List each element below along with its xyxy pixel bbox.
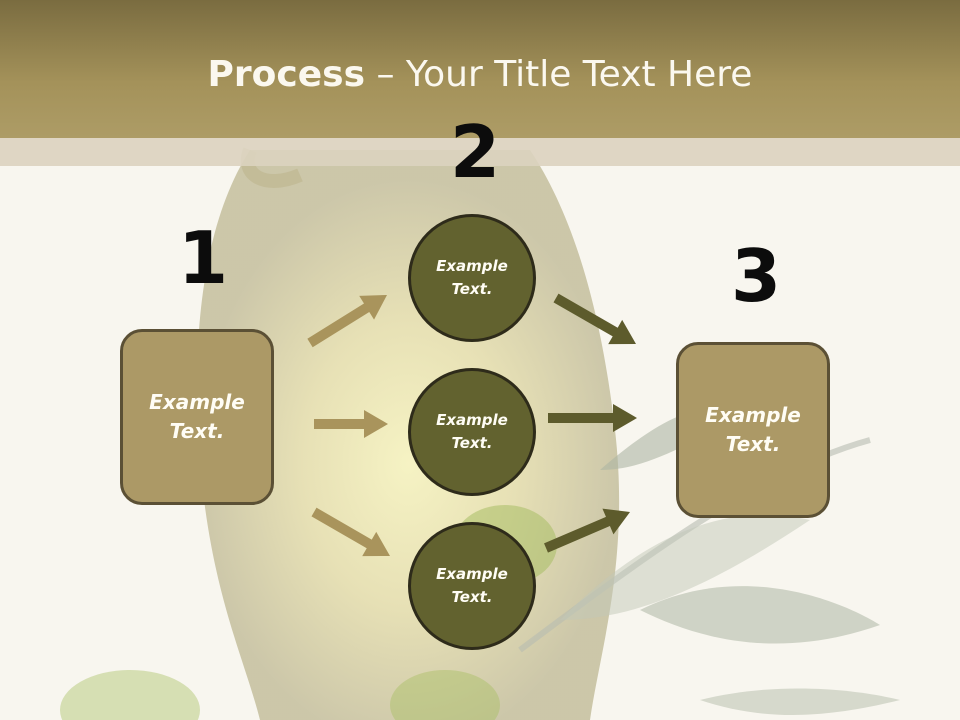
right-process-box: Example Text. bbox=[676, 342, 830, 518]
right-box-label: Example Text. bbox=[705, 403, 801, 456]
step-number-2: 2 bbox=[450, 110, 501, 194]
circle-3-label: Example Text. bbox=[436, 565, 508, 606]
step-number-3: 3 bbox=[731, 234, 782, 318]
circle-1-label: Example Text. bbox=[436, 257, 508, 298]
title-rest-text: – Your Title Text Here bbox=[365, 54, 753, 95]
step-number-1: 1 bbox=[178, 216, 229, 300]
circle-2-label: Example Text. bbox=[436, 411, 508, 452]
process-circle-3: Example Text. bbox=[408, 522, 536, 650]
process-circle-2: Example Text. bbox=[408, 368, 536, 496]
process-circle-1: Example Text. bbox=[408, 214, 536, 342]
title-underline-band bbox=[0, 138, 960, 166]
slide-title: Process – Your Title Text Here bbox=[0, 52, 960, 98]
title-bar bbox=[0, 0, 960, 138]
left-box-label: Example Text. bbox=[149, 390, 245, 443]
title-bold-text: Process bbox=[207, 54, 366, 95]
left-process-box: Example Text. bbox=[120, 329, 274, 505]
